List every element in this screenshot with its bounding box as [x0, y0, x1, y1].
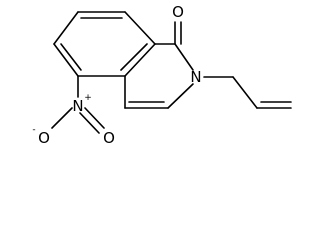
bond-ch2-ch — [232, 76, 258, 109]
bond-nitro-n-o-right — [84, 107, 105, 129]
bond-c4a-c8a-double — [120, 43, 148, 71]
bond-c1-n2 — [174, 43, 194, 71]
atom-nitro-nitrogen: N — [72, 97, 83, 115]
molecule-structure: O N N + O O - — [32, 3, 292, 147]
charge-nitro-nitrogen: + — [84, 93, 92, 103]
atom-carbonyl-oxygen: O — [172, 3, 184, 21]
bond-c4a-c8a — [124, 43, 156, 77]
bond-c7-c6 — [53, 11, 79, 45]
charge-nitro-oxygen-left: - — [32, 125, 35, 135]
bond-n2-c3 — [167, 83, 194, 109]
bond-nitro-n-o-left — [51, 107, 73, 129]
bond-c6-c5 — [53, 43, 79, 77]
atom-nitro-oxygen-left: O — [38, 129, 50, 147]
bond-nitro-n-o-right-double — [79, 112, 100, 134]
atom-nitro-oxygen-right: O — [103, 129, 115, 147]
atom-ring-nitrogen: N — [190, 68, 201, 86]
bond-c6-c5-double — [60, 43, 82, 71]
bond-c8a-c8 — [124, 11, 156, 45]
